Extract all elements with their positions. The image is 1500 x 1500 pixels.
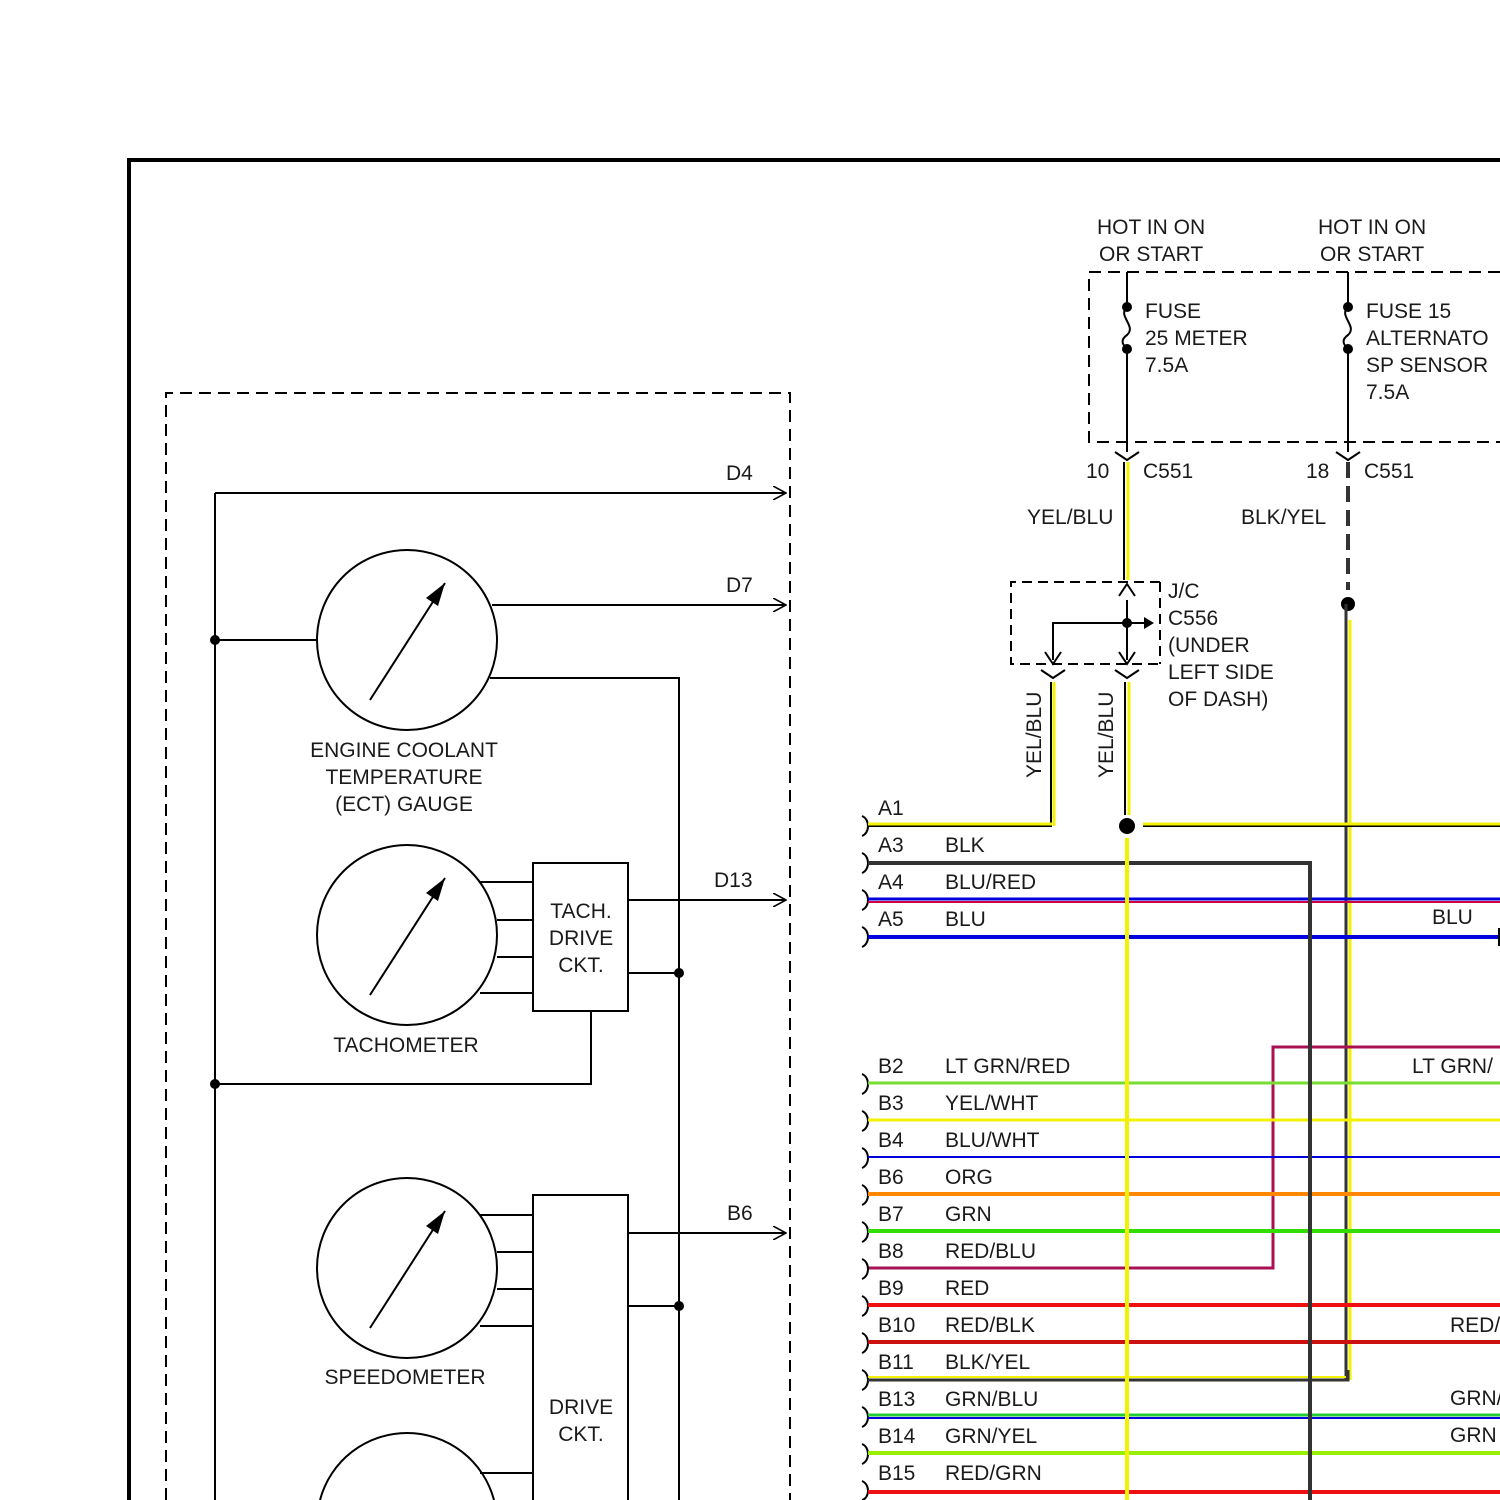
- output-d7-label: D7: [726, 574, 753, 597]
- right-label-blu: BLU: [1432, 906, 1473, 929]
- output-d13-label: D13: [714, 869, 753, 892]
- connector-left-name: C551: [1143, 460, 1193, 483]
- junction-label-5: OF DASH): [1168, 688, 1268, 711]
- pin-b13-label: B13: [878, 1388, 915, 1411]
- pin-b3-label: B3: [878, 1092, 904, 1115]
- hot-label-left-2: OR START: [1099, 243, 1203, 266]
- fuse-right-label-1: FUSE 15: [1366, 300, 1451, 323]
- junction-label-2: C556: [1168, 607, 1218, 630]
- ect-gauge-label-3: (ECT) GAUGE: [335, 793, 473, 816]
- pin-b3-wire: YEL/WHT: [945, 1092, 1039, 1115]
- pin-b14-label: B14: [878, 1425, 916, 1448]
- pin-b6-label: B6: [878, 1166, 904, 1189]
- hot-label-right-2: OR START: [1320, 243, 1424, 266]
- pin-b7-label: B7: [878, 1203, 904, 1226]
- speedo-drive-circuit: [533, 1195, 628, 1500]
- fuse-right-label-3: SP SENSOR: [1366, 354, 1488, 377]
- pin-b14-wire: GRN/YEL: [945, 1425, 1037, 1448]
- pin-b15-wire: RED/GRN: [945, 1462, 1042, 1485]
- junction-label-3: (UNDER: [1168, 634, 1250, 657]
- pin-b7-wire: GRN: [945, 1203, 992, 1226]
- hot-label-right-1: HOT IN ON: [1318, 216, 1426, 239]
- pin-b13-wire: GRN/BLU: [945, 1388, 1038, 1411]
- pin-a4-wire: BLU/RED: [945, 871, 1036, 894]
- tach-drive-label-1: TACH.: [550, 900, 611, 923]
- junction-wire-a-label: YEL/BLU: [1023, 692, 1046, 778]
- connector-right-pin: 18: [1306, 460, 1329, 483]
- pin-b4-label: B4: [878, 1129, 904, 1152]
- output-b6-label: B6: [727, 1202, 753, 1225]
- pin-b9-label: B9: [878, 1277, 904, 1300]
- junction-connector: J/C C556 (UNDER LEFT SIDE OF DASH) YEL/B…: [1011, 580, 1500, 1500]
- junction-label-1: J/C: [1168, 580, 1200, 603]
- partial-gauge: [320, 1433, 494, 1500]
- tachometer-label: TACHOMETER: [333, 1034, 478, 1057]
- tach-drive-label-2: DRIVE: [549, 927, 613, 950]
- ect-gauge-label-1: ENGINE COOLANT: [310, 739, 498, 762]
- junction-label-4: LEFT SIDE: [1168, 661, 1274, 684]
- pin-b11-label: B11: [878, 1351, 914, 1374]
- pin-a4-label: A4: [878, 871, 904, 894]
- pin-b11-wire: BLK/YEL: [945, 1351, 1030, 1374]
- pin-b10-label: B10: [878, 1314, 915, 1337]
- fuse-left-label-1: FUSE: [1145, 300, 1201, 323]
- right-label-grn-a: GRN/: [1450, 1387, 1500, 1410]
- right-label-lt-grn: LT GRN/: [1412, 1055, 1493, 1078]
- tachometer-gauge: [317, 845, 497, 1025]
- pin-b8-label: B8: [878, 1240, 904, 1263]
- fuse-left-label-3: 7.5A: [1145, 354, 1188, 377]
- speedometer-gauge: [317, 1178, 497, 1358]
- pin-a5-wire: BLU: [945, 908, 986, 931]
- right-label-grn-b: GRN: [1450, 1424, 1497, 1447]
- connector-b-pins: B2 LT GRN/RED LT GRN/ B3 YEL/WHT B4 BLU/…: [862, 1047, 1500, 1500]
- fuse-left-label-2: 25 METER: [1145, 327, 1248, 350]
- pin-b9-wire: RED: [945, 1277, 989, 1300]
- ect-gauge-label-2: TEMPERATURE: [325, 766, 482, 789]
- right-label-red: RED/: [1450, 1314, 1500, 1337]
- diagram-frame: [129, 160, 1500, 1500]
- feed-wires: [1124, 462, 1355, 1380]
- instrument-cluster: D4 D7 ENGINE COOLANT TEMPERATURE (ECT) G…: [166, 393, 790, 1500]
- output-d4-label: D4: [726, 462, 753, 485]
- hot-label-left-1: HOT IN ON: [1097, 216, 1205, 239]
- pin-b2-label: B2: [878, 1055, 904, 1078]
- ect-gauge: [317, 550, 497, 730]
- pin-b2-wire: LT GRN/RED: [945, 1055, 1070, 1078]
- wire-label-yel-blu: YEL/BLU: [1027, 506, 1113, 529]
- pin-b8-wire: RED/BLU: [945, 1240, 1036, 1263]
- connector-right-name: C551: [1364, 460, 1414, 483]
- drive-ckt-label-1: DRIVE: [549, 1396, 613, 1419]
- tach-drive-label-3: CKT.: [558, 954, 604, 977]
- pin-b15-label: B15: [878, 1462, 915, 1485]
- drive-ckt-label-2: CKT.: [558, 1423, 604, 1446]
- pin-a3-wire: BLK: [945, 834, 985, 857]
- pin-a1-label: A1: [878, 797, 904, 820]
- cluster-dashed-border: [166, 393, 790, 1500]
- pin-b6-wire: ORG: [945, 1166, 993, 1189]
- wire-label-blk-yel: BLK/YEL: [1241, 506, 1326, 529]
- pin-b4-wire: BLU/WHT: [945, 1129, 1040, 1152]
- fuse-block: HOT IN ON OR START HOT IN ON OR START FU…: [1027, 216, 1500, 529]
- junction-wire-b-label: YEL/BLU: [1095, 692, 1118, 778]
- fuse-right-label-4: 7.5A: [1366, 381, 1409, 404]
- pin-a3-label: A3: [878, 834, 904, 857]
- connector-left-pin: 10: [1086, 460, 1109, 483]
- fuse-right-label-2: ALTERNATO: [1366, 327, 1489, 350]
- speedometer-label: SPEEDOMETER: [324, 1366, 485, 1389]
- pin-a5-label: A5: [878, 908, 904, 931]
- pin-b10-wire: RED/BLK: [945, 1314, 1035, 1337]
